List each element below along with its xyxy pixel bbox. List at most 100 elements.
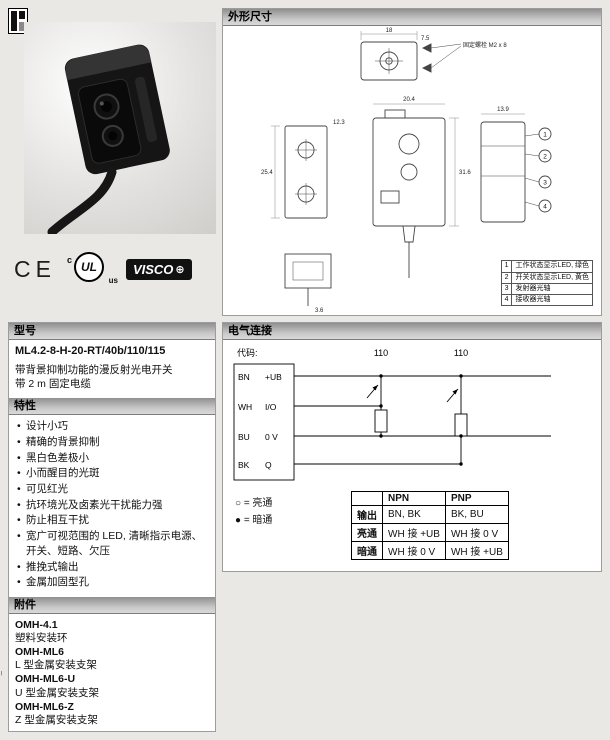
table-cell: BK, BU xyxy=(444,505,509,524)
dimension-drawing-svg: 18 固定螺栓 M2 x 8 31.6 25.4 20.4 13.9 12.3 … xyxy=(261,28,552,314)
wire-abbr: BK xyxy=(238,460,250,470)
accessory-desc: U 型金属安装支架 xyxy=(15,686,99,699)
feature-item: 可见红光 xyxy=(15,482,209,497)
accessory-desc: 塑料安装环 xyxy=(15,632,68,645)
dimensions-panel: 外形尺寸 xyxy=(222,8,602,316)
features-section-header: 特性 xyxy=(9,398,215,416)
legend-row: 1 工作状态显示LED, 绿色 xyxy=(500,260,593,273)
electrical-legend-and-table: ○ = 亮通● = 暗通 NPN PNP 输出 BN, BK B xyxy=(231,491,593,563)
table-header-cell: NPN xyxy=(382,491,446,506)
left-info-panel: 型号 ML4.2-8-H-20-RT/40b/110/115 带背景抑制功能的漫… xyxy=(8,322,216,732)
accessory-name: OMH-ML6-U xyxy=(15,673,76,686)
legend-row: 2 开关状态显示LED, 黄色 xyxy=(500,271,593,284)
feature-item: 防止相互干扰 xyxy=(15,513,209,528)
table-cell: WH 接 +UB xyxy=(382,523,446,542)
wire-signal: I/O xyxy=(265,402,277,412)
accessories-section-header: 附件 xyxy=(9,596,215,614)
legend-number: 4 xyxy=(500,293,513,307)
model-description-line1: 带背景抑制功能的漫反射光电开关 xyxy=(15,364,173,376)
feature-item: 推挽式输出 xyxy=(15,560,209,575)
model-description-line2: 带 2 m 固定电缆 xyxy=(15,378,91,391)
wiring-area: 代码: 110 110 BN +UB WH I/O BU 0 V BK Q xyxy=(223,340,601,567)
visco-logo-symbol: ⊕ xyxy=(175,263,185,276)
feature-item: 设计小巧 xyxy=(15,419,209,434)
dim-label: 3.6 xyxy=(315,308,324,314)
feature-item: 黑白色差极小 xyxy=(15,451,209,466)
table-cell: WH 接 0 V xyxy=(382,541,446,560)
legend-text: 工作状态显示LED, 绿色 xyxy=(511,260,593,273)
legend-entry: ● = 暗通 xyxy=(235,515,273,526)
output-legend: ○ = 亮通 ● = 暗通 xyxy=(235,495,272,529)
electrical-panel: 电气连接 代码: 110 110 BN +UB WH I/O BU 0 V BK… xyxy=(222,322,602,572)
table-cell: 暗通 xyxy=(351,541,383,560)
code-label: 代码: xyxy=(237,348,258,358)
npn-pnp-table: NPN PNP 输出 BN, BK BK, BU 亮通 xyxy=(351,491,509,560)
wire-signal: 0 V xyxy=(265,432,278,442)
table-cell: 亮通 xyxy=(351,523,383,542)
table-cell: BN, BK xyxy=(382,505,446,524)
screw-note: 固定螺栓 M2 x 8 xyxy=(463,41,507,49)
dim-label: 25.4 xyxy=(261,170,273,176)
table-header-cell xyxy=(351,491,383,506)
dim-label: 18 xyxy=(386,28,393,34)
code-value: 110 xyxy=(374,348,388,358)
callout-number: 1 xyxy=(543,132,547,139)
visco-logo: VISCO ⊕ xyxy=(125,258,192,280)
accessory-desc: Z 型金属安装支架 xyxy=(15,713,98,726)
accessory-item: OMH-ML6 L 型金属安装支架 xyxy=(15,646,209,672)
accessories-list: OMH-4.1 塑料安装环 OMH-ML6 L 型金属安装支架 OMH-ML6-… xyxy=(9,614,215,731)
logo-mark-icon xyxy=(8,8,28,34)
legend-text: 开关状态显示LED, 黄色 xyxy=(511,271,593,284)
visco-logo-text: VISCO xyxy=(132,261,174,277)
dim-label: 31.6 xyxy=(459,170,471,176)
ce-mark: CE xyxy=(14,255,56,282)
sensor-cable xyxy=(47,167,117,237)
wire-abbr: BU xyxy=(238,432,250,442)
feature-item: 小而醒目的光斑 xyxy=(15,466,209,481)
dimension-drawing: 18 固定螺栓 M2 x 8 31.6 25.4 20.4 13.9 12.3 … xyxy=(223,26,601,314)
legend-entry: ○ = 亮通 xyxy=(235,498,273,509)
accessory-item: OMH-ML6-Z Z 型金属安装支架 xyxy=(15,701,209,727)
model-number: ML4.2-8-H-20-RT/40b/110/115 xyxy=(15,345,166,357)
legend-row: 3 发射器光轴 xyxy=(500,282,593,295)
accessory-desc: L 型金属安装支架 xyxy=(15,659,97,672)
feature-item: 抗环境光及卤素光干扰能力强 xyxy=(15,498,209,513)
table-row: 输出 BN, BK BK, BU xyxy=(351,505,509,524)
table-header-cell: PNP xyxy=(444,491,509,506)
accessory-item: OMH-ML6-U U 型金属安装支架 xyxy=(15,673,209,699)
dim-label: 12.3 xyxy=(333,120,345,126)
features-list: 设计小巧精确的背景抑制黑白色差极小小而醒目的光斑可见红光抗环境光及卤素光干扰能力… xyxy=(9,415,215,597)
ul-us-label: us xyxy=(108,276,118,285)
legend-number: 1 xyxy=(500,260,513,273)
wiring-diagram: 代码: 110 110 BN +UB WH I/O BU 0 V BK Q xyxy=(233,348,551,481)
legend-row: 4 接收器光轴 xyxy=(500,293,593,307)
accessory-name: OMH-4.1 xyxy=(15,618,58,631)
wire-abbr: WH xyxy=(238,402,252,412)
document-id-vertical: 207-11-27 183455_cn.xml xyxy=(0,649,2,736)
feature-item: 精确的背景抑制 xyxy=(15,435,209,450)
legend-text: 发射器光轴 xyxy=(511,282,593,295)
table-row: 亮通 WH 接 +UB WH 接 0 V xyxy=(351,523,509,542)
feature-item: 宽广可视范围的 LED, 清晰指示电源、开关、短路、欠压 xyxy=(15,529,209,558)
sensor-illustration xyxy=(47,44,170,237)
model-section-header: 型号 xyxy=(9,323,215,340)
certifications-row: CE c UL us VISCO ⊕ xyxy=(14,250,216,288)
table-row: 暗通 WH 接 0 V WH 接 +UB xyxy=(351,541,509,560)
accessory-name: OMH-ML6 xyxy=(15,646,64,659)
table-cell: 输出 xyxy=(351,505,383,524)
wire-signal: +UB xyxy=(265,372,282,382)
feature-item: 金属加固型孔 xyxy=(15,575,209,590)
wire-abbr: BN xyxy=(238,372,250,382)
legend-number: 3 xyxy=(500,282,513,295)
drawing-legend-table: 1 工作状态显示LED, 绿色 2 开关状态显示LED, 黄色 3 发射器光轴 xyxy=(500,260,593,307)
dim-label: 13.9 xyxy=(497,107,509,113)
model-section: ML4.2-8-H-20-RT/40b/110/115 带背景抑制功能的漫反射光… xyxy=(9,340,215,398)
ul-mark-icon: UL xyxy=(73,252,104,282)
electrical-section-header: 电气连接 xyxy=(223,323,601,340)
logo-mark xyxy=(8,8,28,34)
callout-number: 2 xyxy=(543,154,547,161)
legend-text: 接收器光轴 xyxy=(511,293,593,307)
callout-number: 4 xyxy=(543,204,547,211)
ul-c-label: c xyxy=(66,255,72,265)
